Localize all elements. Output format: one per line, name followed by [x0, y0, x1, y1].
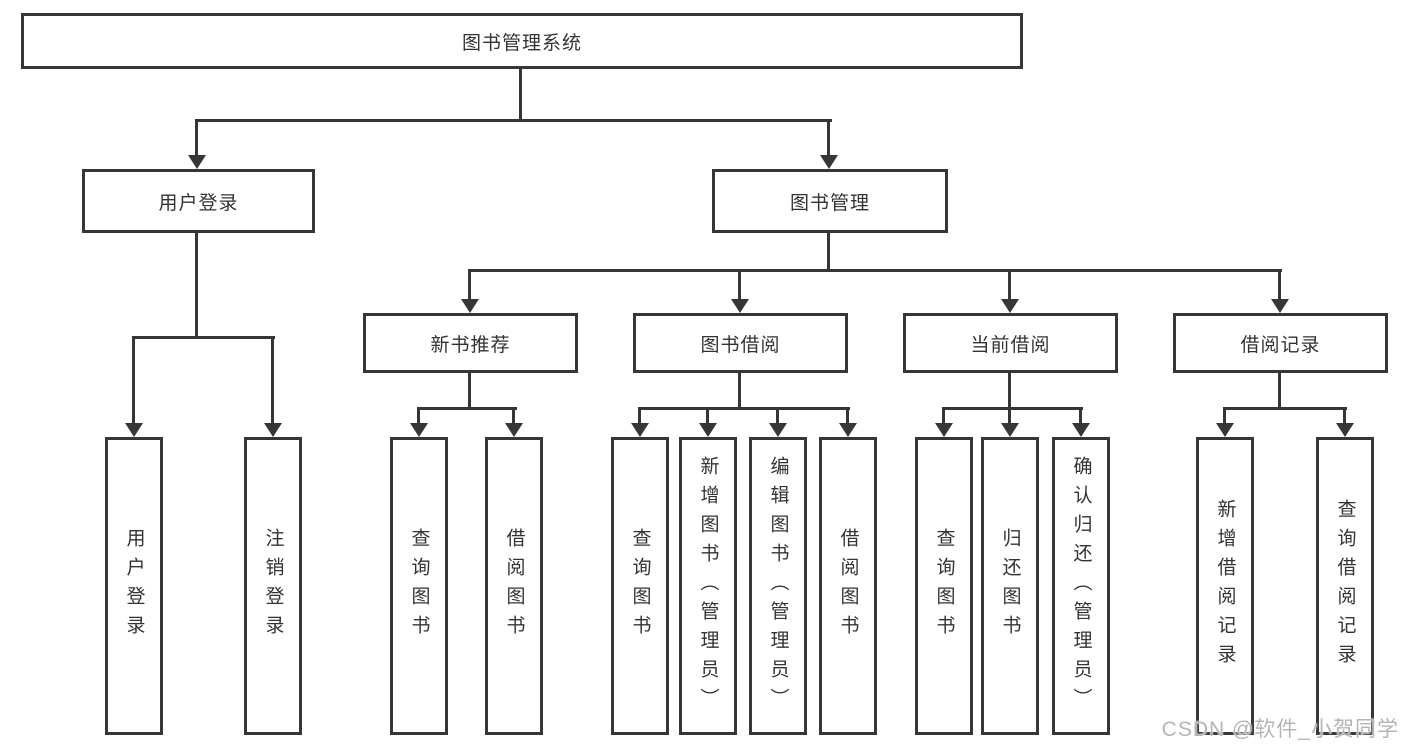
arrowhead-g4-leaf1-icon	[1216, 423, 1234, 437]
connector-g3-rail	[942, 407, 1083, 410]
node-root: 图书管理系统	[21, 13, 1023, 69]
leaf-g1-borrow-books: 借阅图书	[485, 437, 543, 735]
arrowhead-book-mgmt-icon	[820, 155, 838, 169]
leaf-logout-label: 注销登录	[262, 528, 284, 644]
arrowhead-g3-leaf1-icon	[935, 423, 953, 437]
leaf-g4-query-borrow-record: 查询借阅记录	[1316, 437, 1374, 735]
arrowhead-user-login-icon	[188, 155, 206, 169]
connector-root-rail	[196, 119, 832, 122]
leaf-g1-query-books: 查询图书	[390, 437, 448, 735]
node-book-management-label: 图书管理	[789, 192, 870, 214]
leaf-g3-query-books: 查询图书	[915, 437, 973, 735]
connector-g1-drop-2	[512, 407, 515, 424]
arrowhead-g2-leaf3-icon	[769, 423, 787, 437]
node-root-label: 图书管理系统	[461, 32, 582, 54]
node-new-book-recommend-label: 新书推荐	[430, 334, 511, 356]
leaf-user-login: 用户登录	[105, 437, 163, 735]
connector-g3-drop-2	[1008, 407, 1011, 424]
connector-g4-rail	[1223, 407, 1347, 410]
connector-g2-stem	[738, 373, 741, 410]
connector-g2-drop-3	[776, 407, 779, 424]
connector-g1-drop-1	[417, 407, 420, 424]
arrowhead-records-icon	[1271, 299, 1289, 313]
node-user-login-label: 用户登录	[158, 192, 239, 214]
connector-g3-drop-3	[1079, 407, 1082, 424]
node-new-book-recommend: 新书推荐	[363, 313, 578, 373]
leaf-g1-query-books-label: 查询图书	[408, 528, 430, 644]
arrowhead-g2-leaf4-icon	[839, 423, 857, 437]
node-borrow-records-label: 借阅记录	[1240, 334, 1321, 356]
connector-g1-stem	[468, 373, 471, 410]
node-user-login: 用户登录	[82, 169, 315, 233]
node-current-borrow: 当前借阅	[903, 313, 1118, 373]
node-borrow-records: 借阅记录	[1173, 313, 1388, 373]
connector-user-stem	[195, 233, 198, 339]
connector-user-drop-1	[132, 336, 135, 424]
connector-mgmt-drop-current	[1008, 269, 1011, 300]
leaf-g2-query-books: 查询图书	[611, 437, 669, 735]
leaf-g3-return-books: 归还图书	[981, 437, 1039, 735]
connector-root-drop-user	[195, 119, 198, 157]
connector-mgmt-drop-borrow	[738, 269, 741, 300]
leaf-g3-confirm-return-admin: 确认归还（管理员）	[1052, 437, 1110, 735]
arrowhead-g1-leaf1-icon	[410, 423, 428, 437]
connector-user-drop-2	[271, 336, 274, 424]
leaf-g1-borrow-books-label: 借阅图书	[503, 528, 525, 644]
leaf-g2-borrow-books: 借阅图书	[819, 437, 877, 735]
connector-g4-drop-2	[1343, 407, 1346, 424]
connector-root-stem	[519, 69, 522, 120]
connector-user-rail	[132, 336, 275, 339]
leaf-g2-borrow-books-label: 借阅图书	[837, 528, 859, 644]
leaf-g4-add-borrow-record-label: 新增借阅记录	[1214, 499, 1236, 673]
arrowhead-newbook-icon	[461, 299, 479, 313]
leaf-g4-query-borrow-record-label: 查询借阅记录	[1334, 499, 1356, 673]
arrowhead-g3-leaf3-icon	[1072, 423, 1090, 437]
leaf-g3-confirm-return-admin-label: 确认归还（管理员）	[1070, 455, 1092, 717]
connector-mgmt-stem	[827, 233, 830, 272]
leaf-g2-add-books-admin-label: 新增图书（管理员）	[697, 455, 719, 717]
connector-mgmt-rail	[468, 269, 1282, 272]
arrowhead-borrow-icon	[731, 299, 749, 313]
csdn-watermark: CSDN @软件_小贺同学	[1161, 718, 1399, 741]
connector-mgmt-drop-newbook	[468, 269, 471, 300]
node-book-borrow-label: 图书借阅	[700, 334, 781, 356]
arrowhead-leaf-user-login-icon	[125, 423, 143, 437]
connector-g3-drop-1	[942, 407, 945, 424]
connector-g2-rail	[638, 407, 850, 410]
leaf-g2-query-books-label: 查询图书	[629, 528, 651, 644]
leaf-g2-edit-books-admin-label: 编辑图书（管理员）	[767, 455, 789, 717]
arrowhead-g4-leaf2-icon	[1336, 423, 1354, 437]
arrowhead-current-icon	[1001, 299, 1019, 313]
leaf-g4-add-borrow-record: 新增借阅记录	[1196, 437, 1254, 735]
connector-g2-drop-2	[706, 407, 709, 424]
connector-g1-rail	[417, 407, 517, 410]
leaf-logout: 注销登录	[244, 437, 302, 735]
connector-g3-stem	[1008, 373, 1011, 410]
node-book-borrow: 图书借阅	[633, 313, 848, 373]
connector-root-drop-mgmt	[827, 119, 830, 157]
connector-g4-stem	[1278, 373, 1281, 410]
leaf-g2-edit-books-admin: 编辑图书（管理员）	[749, 437, 807, 735]
node-book-management: 图书管理	[712, 169, 948, 233]
arrowhead-g2-leaf1-icon	[631, 423, 649, 437]
node-current-borrow-label: 当前借阅	[970, 334, 1051, 356]
leaf-g3-query-books-label: 查询图书	[933, 528, 955, 644]
connector-mgmt-drop-records	[1278, 269, 1281, 300]
arrowhead-g3-leaf2-icon	[1001, 423, 1019, 437]
arrowhead-leaf-logout-icon	[264, 423, 282, 437]
arrowhead-g1-leaf2-icon	[505, 423, 523, 437]
leaf-user-login-label: 用户登录	[123, 528, 145, 644]
leaf-g3-return-books-label: 归还图书	[999, 528, 1021, 644]
leaf-g2-add-books-admin: 新增图书（管理员）	[679, 437, 737, 735]
connector-g2-drop-4	[846, 407, 849, 424]
arrowhead-g2-leaf2-icon	[699, 423, 717, 437]
connector-g4-drop-1	[1223, 407, 1226, 424]
connector-g2-drop-1	[638, 407, 641, 424]
